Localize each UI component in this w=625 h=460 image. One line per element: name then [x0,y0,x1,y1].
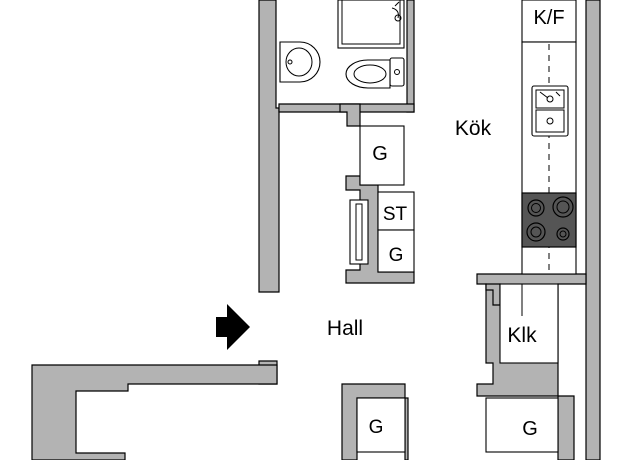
toilet-icon [345,57,405,89]
label-kitchen: Kök [455,117,492,140]
wall-wardrobe-top [339,103,361,127]
wardrobe-upper [359,125,405,186]
label-wardrobe-lower-middle: G [369,417,384,438]
wardrobe-small [377,229,415,273]
wall-left-outer [258,0,280,293]
wardrobe-lower-middle [356,397,406,453]
entrance-arrow-icon [216,304,250,350]
room-labels: K/F Kök G ST G Hall Klk G G [327,7,565,440]
kitchen-counter [521,0,577,275]
closet-interior [499,283,559,364]
label-fridge-freezer: K/F [533,7,564,29]
wall-lower-left [31,364,278,460]
wall-right-outer [585,0,601,460]
sink-icon [279,41,321,83]
wall-bathroom-right [406,0,415,113]
shower-icon [337,0,405,49]
label-closet: Klk [507,324,537,347]
storage-st [377,191,415,231]
stove-icon [521,192,577,248]
kitchen-sink-icon [531,85,569,137]
label-wardrobe-lower-right: G [522,418,538,440]
label-hall: Hall [327,317,363,340]
storage [349,125,559,453]
label-storage-st: ST [383,204,408,225]
wardrobe-lower-right [485,397,559,453]
label-wardrobe-small: G [389,245,404,266]
fridge-freezer [521,0,577,43]
radiator [349,199,369,265]
bathroom [279,0,405,89]
label-wardrobe-upper: G [372,143,388,165]
